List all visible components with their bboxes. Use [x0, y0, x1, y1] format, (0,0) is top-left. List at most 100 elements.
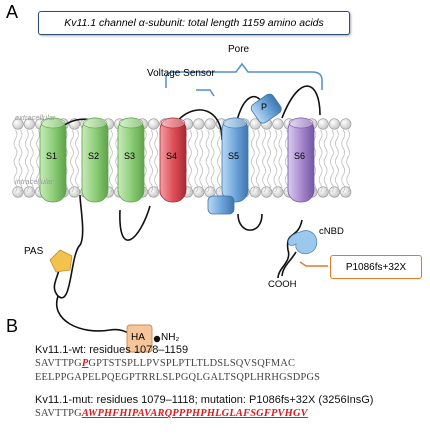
lipid-head: [340, 118, 352, 130]
segment-label-s5: S5: [228, 151, 240, 161]
lipid-tail: [70, 129, 74, 193]
mut-header: Kv11.1-mut: residues 1079–1118; mutation…: [35, 394, 374, 406]
lipid-tail: [13, 129, 18, 193]
p-helix: [250, 93, 282, 124]
lipid-head: [328, 118, 341, 130]
mut-line-pre: SAVTTPG: [35, 408, 82, 419]
nh2-label: NH₂: [161, 332, 180, 343]
segment-label-s4: S4: [166, 151, 178, 161]
lipid-tail: [109, 129, 113, 193]
mut-line-mark: AWPHFHIPAVARQPPPHPHLGLAFSGFPVHGV: [81, 408, 308, 419]
lipid-head: [23, 186, 35, 198]
lipid-head: [148, 186, 160, 198]
lipid-tail: [323, 129, 328, 193]
lipid-tail: [210, 129, 215, 193]
lipid-tail: [199, 129, 204, 193]
lipid-tail: [284, 129, 289, 193]
helix-cap: [288, 117, 314, 129]
helix-cap: [82, 117, 108, 129]
segment-label-s6: S6: [294, 151, 306, 161]
segment-label-s2: S2: [88, 151, 100, 161]
helix-cap: [118, 117, 144, 129]
lipid-head: [249, 118, 261, 130]
lipid-head: [340, 186, 352, 198]
lipid-tail: [262, 129, 266, 193]
lipid-head: [317, 118, 329, 130]
ha-label: HA: [131, 332, 145, 343]
lipid-head: [261, 186, 273, 198]
voltage-sensor-label: Voltage Sensor: [147, 68, 215, 79]
lipid-tail: [330, 129, 334, 193]
lipid-tail: [250, 129, 255, 193]
wt-sequence-line-2: EELPPGAPELPQEGPTRRLSLPGQLGALTSQPLHRHGSDP…: [35, 372, 321, 383]
intracellular-label: intracellular: [15, 177, 54, 186]
diagram-title: Kv11.1 channel α-subunit: total length 1…: [38, 11, 350, 35]
lipid-head: [23, 118, 35, 130]
lipid-tail: [341, 129, 346, 193]
lipid-tail: [149, 129, 153, 193]
panel-a-label: A: [6, 2, 19, 22]
lipid-tail: [273, 129, 278, 193]
wt-header: Kv11.1-wt: residues 1078–1159: [35, 344, 189, 356]
wt-line1-pre: SAVTTPG: [35, 358, 82, 369]
lipid-head: [272, 118, 284, 130]
helix-cap: [222, 117, 248, 129]
lipid-head: [317, 186, 329, 198]
cooh-label: COOH: [268, 279, 297, 290]
pore-label: Pore: [228, 44, 250, 55]
nterm-tail: [55, 295, 139, 339]
transmembrane-helices: [39, 117, 315, 203]
lipid-head: [249, 186, 261, 198]
lipid-tail: [75, 129, 79, 193]
lipid-head: [193, 186, 205, 198]
wt-line1-post: GPTSTSPLLPVSPLPTLTLDSLSQVSQFMAC: [88, 358, 296, 369]
helix-cap: [40, 117, 66, 129]
lipid-tail: [278, 129, 283, 193]
cnbd-domain: [287, 230, 318, 255]
pas-domain: [49, 249, 73, 273]
cooh-tail: [281, 251, 297, 277]
lipid-tail: [24, 129, 29, 193]
segment-label-s3: S3: [124, 151, 136, 161]
lipid-tail: [29, 129, 34, 193]
lipid-tail: [154, 129, 158, 193]
extracellular-label: extracellular: [15, 113, 56, 122]
linker-helix: [207, 195, 235, 215]
lipid-tail: [194, 129, 199, 193]
nterm-dot: [153, 335, 161, 343]
lipid-head: [148, 118, 160, 130]
mutation-arrow: [299, 261, 328, 267]
mutation-box: P1086fs+32X: [330, 255, 422, 279]
panel-b-label: B: [6, 316, 19, 336]
lipid-tail: [318, 129, 323, 193]
voltage-sensor-bracket: [196, 89, 215, 97]
lipid-tail: [267, 129, 271, 193]
cnbd-label: cNBD: [319, 226, 344, 237]
lipid-head: [204, 118, 216, 130]
pore-bracket: [165, 62, 323, 90]
lipid-head: [193, 118, 205, 130]
wt-sequence-line-1: SAVTTPGPGPTSTSPLLPVSPLPTLTLDSLSQVSQFMAC: [35, 358, 295, 369]
lipid-tail: [36, 129, 40, 193]
lipid-tail: [255, 129, 260, 193]
lipid-tail: [346, 129, 351, 193]
lipid-tail: [217, 129, 221, 193]
lipid-tail: [115, 129, 120, 193]
ha-box: [126, 324, 153, 353]
mut-sequence-line: SAVTTPGAWPHFHIPAVARQPPPHPHLGLAFSGFPVHGV: [35, 408, 308, 419]
helix-cap: [160, 117, 186, 129]
lipid-tail: [18, 129, 23, 193]
lipid-tail: [205, 129, 210, 193]
lipid-tail: [188, 129, 192, 193]
p-label: P: [261, 102, 268, 112]
backbone-loops: [45, 85, 321, 299]
lipid-tail: [335, 129, 339, 193]
lipid-head: [328, 186, 341, 198]
lipid-head: [272, 186, 284, 198]
wt-line1-mark: P: [81, 358, 89, 369]
lipid-head: [12, 186, 24, 198]
pas-label: PAS: [24, 246, 44, 257]
lipid-head: [12, 118, 24, 130]
segment-label-s1: S1: [46, 151, 58, 161]
